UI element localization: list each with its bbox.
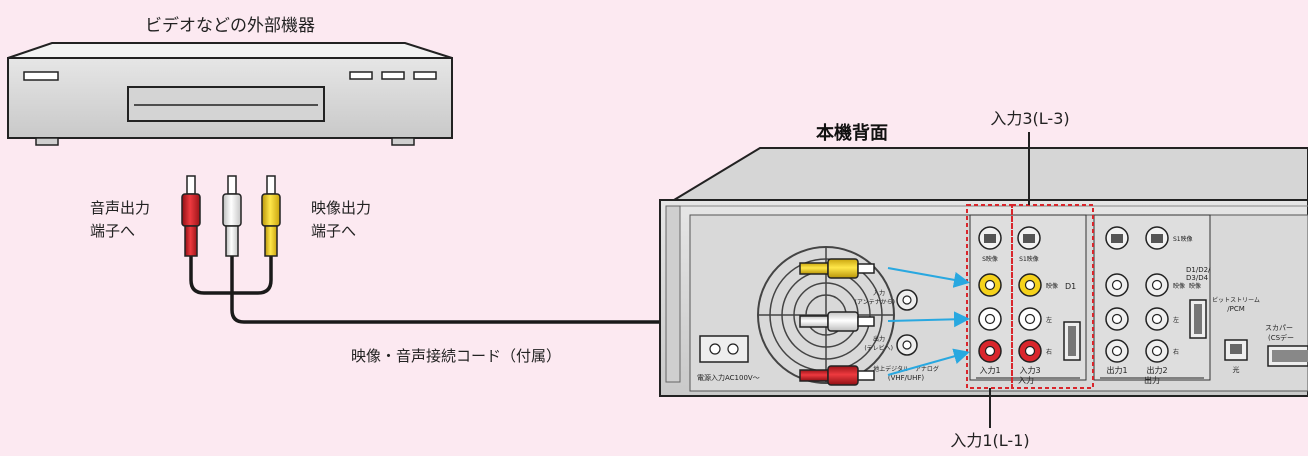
jack-right-out1 [1105,339,1129,363]
output-group-label: 出力 [1144,375,1160,385]
audio-out-label: 音声出力 [90,199,150,217]
jack-white-in1 [978,307,1002,331]
d-out-label: D1/D2/ [1186,266,1211,274]
d-terminal-in [1063,321,1081,361]
audio-out-label-2: 端子へ [90,222,135,240]
antenna-in-label-2: (アンテナから) [855,299,895,306]
connection-arrows [887,267,970,376]
plug-red-external [181,175,201,257]
jack-video-out2 [1145,273,1169,297]
d-out-label-3: 映像 [1189,282,1201,290]
rear-panel-label: 本機背面 [816,122,888,144]
jack-yellow-in3 [1018,273,1042,297]
plug-white-unit [799,311,875,332]
input3-highlight [1011,204,1094,389]
jack-red-in3 [1018,339,1042,363]
video-label-in3: 映像 [1046,282,1058,290]
optical-port [1224,339,1248,361]
right-label-in3: 右 [1046,348,1052,356]
left-label-in3: 左 [1046,316,1052,324]
jack-right-out2 [1145,339,1169,363]
cs-data-label: (CSデー [1268,333,1294,342]
left-label-out: 左 [1173,316,1179,324]
plug-white-external [222,175,242,257]
in3-label: 入力3 [1019,365,1040,375]
jack-video-out1 [1105,273,1129,297]
out2-label: 出力2 [1146,365,1167,375]
external-device-label: ビデオなどの外部機器 [145,15,315,36]
plug-yellow-unit [799,258,875,279]
optical-label: 光 [1233,365,1240,374]
s-video-connector-in1 [978,226,1002,250]
d-out-label-2: D3/D4 [1186,274,1209,282]
jack-white-in3 [1018,307,1042,331]
s-video-label-out: S1映像 [1173,235,1193,243]
antenna-in-label: 入力 [873,289,885,297]
out1-label: 出力1 [1106,365,1127,375]
video-label-out: 映像 [1173,282,1185,290]
in1-label: 入力1 [979,365,1000,375]
jack-left-out2 [1145,307,1169,331]
cs-data-port [1267,345,1308,367]
vhf-uhf-label: (VHF/UHF) [888,374,925,382]
jack-red-in1 [978,339,1002,363]
power-inlet [699,335,749,363]
antenna-out-connector [896,334,918,356]
s-video-label-in1: S映像 [982,255,998,263]
input3-label: 入力3(L-3) [990,109,1069,128]
s-video-connector-out2 [1145,226,1169,250]
power-label: 電源入力AC100V〜 [697,373,760,382]
skyperfect-label: スカパー [1265,324,1293,332]
plug-red-unit [799,365,875,386]
video-out-label: 映像出力 [311,199,371,217]
d1-label: D1 [1065,282,1076,291]
s-video-connector-out1 [1105,226,1129,250]
antenna-in-connector [896,289,918,311]
input-group-label: 入力 [1018,375,1034,385]
d-terminal-out [1189,299,1207,339]
jack-left-out1 [1105,307,1129,331]
s-video-connector-in3 [1017,226,1041,250]
s-video-label-in3: S1映像 [1019,255,1039,263]
video-out-label-2: 端子へ [311,222,356,240]
plug-yellow-external [261,175,281,257]
input1-label: 入力1(L-1) [950,431,1029,450]
right-label-out: 右 [1173,348,1179,356]
antenna-out-label-2: (テレビへ) [864,344,893,352]
bitstream-label: ビットストリーム [1212,296,1260,304]
cable-label: 映像・音声接続コード（付属） [351,347,561,365]
external-device [7,42,453,146]
antenna-out-label: 出力 [873,335,885,343]
jack-yellow-in1 [978,273,1002,297]
pcm-label: /PCM [1227,305,1245,313]
